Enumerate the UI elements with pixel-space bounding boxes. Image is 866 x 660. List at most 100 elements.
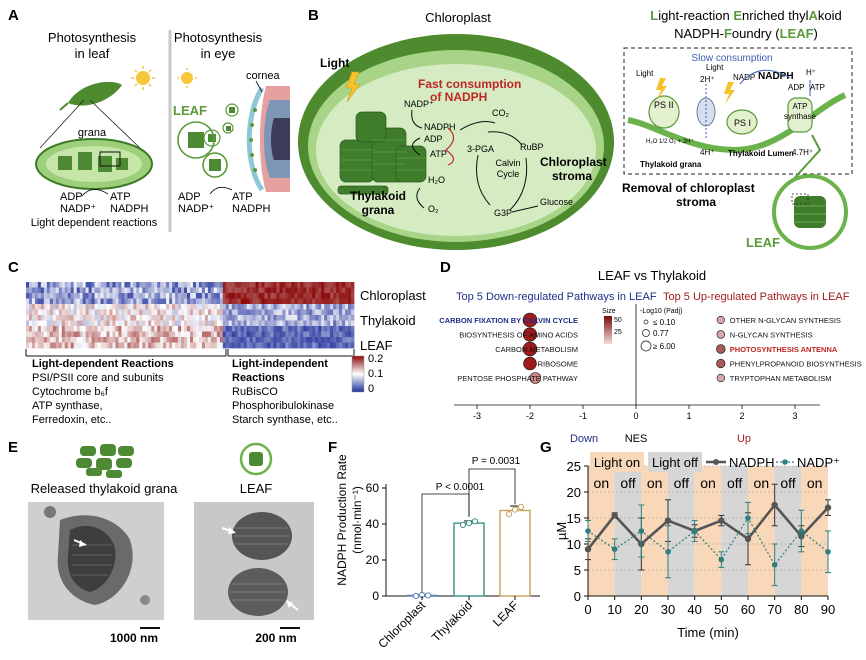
- heatmap-cell: [333, 331, 337, 338]
- a-title-leaf-2: in leaf: [75, 46, 110, 61]
- heatmap-cell: [321, 331, 325, 338]
- d-sig-2: 0.77: [653, 329, 669, 338]
- heatmap-cell: [333, 326, 337, 332]
- heatmap-cell: [249, 282, 254, 288]
- heatmap-cell: [133, 315, 137, 321]
- heatmap-cell: [309, 304, 313, 310]
- heatmap-cell: [55, 309, 60, 316]
- heatmap-cell: [34, 337, 39, 343]
- heatmap-cell: [91, 309, 95, 316]
- heatmap-cell: [216, 309, 221, 316]
- heatmap-cell: [64, 309, 69, 316]
- heatmap-cell: [160, 293, 164, 299]
- heatmap-cell: [225, 331, 230, 338]
- heatmap-cell: [133, 309, 137, 316]
- heatmap-cell: [267, 320, 271, 327]
- heatmap-cell: [249, 304, 254, 310]
- heatmap-cell: [243, 287, 248, 294]
- dot-up: [716, 373, 725, 383]
- b-grana-label-1: Thylakoid: [350, 189, 406, 203]
- heatmap-cell: [198, 320, 203, 327]
- heatmap-cell: [190, 304, 194, 310]
- heatmap-cell: [318, 342, 322, 349]
- heatmap-cell: [157, 293, 161, 299]
- heatmap-cell: [339, 342, 343, 349]
- heatmap-cell: [52, 282, 57, 288]
- heatmap-cell: [124, 326, 128, 332]
- heatmap-cell: [216, 337, 221, 343]
- heatmap-cell: [222, 282, 227, 288]
- heatmap-cell: [91, 282, 95, 288]
- heatmap-cell: [297, 315, 301, 321]
- heatmap-cell: [192, 331, 197, 338]
- heatmap-cell: [166, 287, 170, 294]
- heatmap-cell: [219, 309, 224, 316]
- heatmap-cell: [285, 326, 289, 332]
- heatmap-cell: [291, 342, 295, 349]
- heatmap-cell: [333, 337, 337, 343]
- heatmap-cell: [273, 315, 277, 321]
- heatmap-cell: [28, 304, 33, 310]
- leaf-title-part: L: [650, 8, 658, 23]
- heatmap-cell: [172, 293, 176, 299]
- heatmap-cell: [124, 298, 128, 305]
- heatmap-cell: [133, 298, 137, 305]
- heatmap-cell: [184, 304, 188, 310]
- b-atp-synthase-2: synthase: [784, 112, 817, 121]
- heatmap-cell: [151, 282, 155, 288]
- heatmap-cell: [49, 331, 54, 338]
- heatmap-cell: [258, 293, 262, 299]
- heatmap-cell: [207, 282, 212, 288]
- heatmap-cell: [166, 342, 170, 349]
- heatmap-cell: [255, 320, 259, 327]
- heatmap-cell: [300, 282, 304, 288]
- heatmap-cell: [276, 282, 280, 288]
- heatmap-cell: [109, 315, 113, 321]
- heatmap-cell: [163, 337, 167, 343]
- f-point: [465, 520, 473, 527]
- heatmap-cell: [52, 293, 57, 299]
- heatmap-cell: [145, 331, 149, 338]
- heatmap-cell: [172, 315, 176, 321]
- heatmap-cell: [82, 282, 87, 288]
- heatmap-cell: [103, 315, 107, 321]
- heatmap-cell: [40, 342, 45, 349]
- heatmap-cell: [100, 287, 104, 294]
- heatmap-cell: [225, 337, 230, 343]
- heatmap-cell: [339, 320, 343, 327]
- heatmap-cell: [106, 304, 110, 310]
- heatmap-cell: [130, 342, 134, 349]
- heatmap-cell: [294, 304, 298, 310]
- heatmap-cell: [97, 320, 101, 327]
- g-point: [745, 515, 751, 521]
- heatmap-cell: [139, 315, 143, 321]
- heatmap-cell: [198, 315, 203, 321]
- heatmap-cell: [115, 293, 119, 299]
- d-sig-3: ≥ 6.00: [653, 342, 676, 351]
- b-stroma-2: stroma: [552, 169, 592, 183]
- heatmap-cell: [336, 282, 340, 288]
- d-size-25: 25: [614, 329, 622, 336]
- heatmap-cell: [76, 287, 81, 294]
- pathway-label-down: CARBON METABOLISM: [495, 345, 578, 354]
- heatmap-cell: [79, 331, 84, 338]
- heatmap-cell: [351, 315, 355, 321]
- heatmap-cell: [327, 331, 331, 338]
- g-band-label: off: [780, 475, 795, 491]
- heatmap-cell: [213, 309, 218, 316]
- heatmap-cell: [210, 342, 215, 349]
- heatmap-cell: [136, 342, 140, 349]
- heatmap-cell: [136, 293, 140, 299]
- heatmap-cell: [145, 298, 149, 305]
- heatmap-cell: [270, 331, 274, 338]
- heatmap-cell: [270, 287, 274, 294]
- heatmap-cell: [109, 326, 113, 332]
- g-ytick-label: 10: [567, 537, 581, 552]
- heatmap-cell: [103, 298, 107, 305]
- heatmap-cell: [210, 315, 215, 321]
- heatmap-cell: [327, 337, 331, 343]
- heatmap-cell: [88, 326, 92, 332]
- heatmap-cell: [148, 331, 152, 338]
- heatmap-cell: [294, 287, 298, 294]
- heatmap-cell: [91, 326, 95, 332]
